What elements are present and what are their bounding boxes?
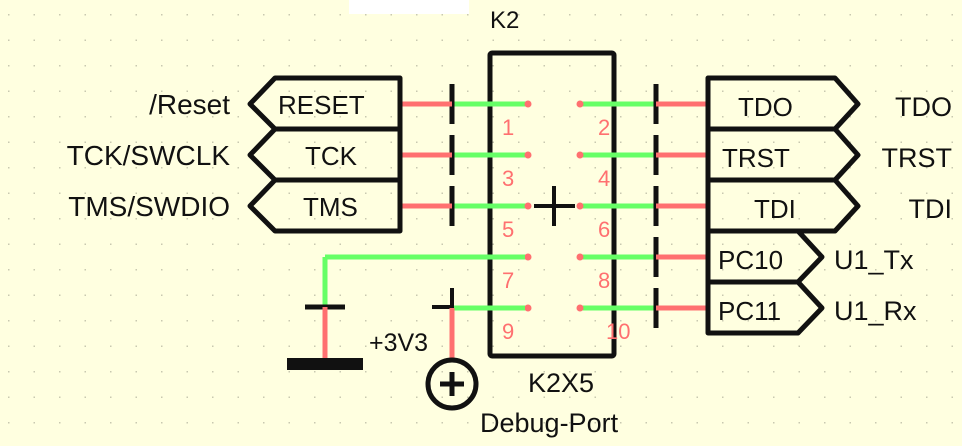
power-3v3-symbol[interactable]: +3V3 [369,288,525,411]
pin-4-endpoint[interactable] [576,151,584,159]
ground-bar [287,358,363,370]
pin-number-label: 1 [502,115,514,140]
pin-number-label: 6 [598,217,610,242]
power-circle-icon [425,357,479,411]
port-label: TDI [754,194,796,224]
net-name-label: TRST [882,143,953,173]
net-name-label: U1_Tx [834,245,914,275]
pin-number-label: 5 [502,217,514,242]
pin-8-endpoint[interactable] [576,253,584,261]
pin-1-endpoint[interactable] [524,100,532,108]
port-pc10[interactable] [705,228,825,285]
port-tdi[interactable] [705,177,861,234]
pin-3-endpoint[interactable] [524,151,532,159]
port-pc11[interactable] [705,279,825,336]
net-name-label: TCK/SWCLK [67,140,231,171]
power-label: +3V3 [369,329,428,357]
pin-number-label: 9 [502,319,514,344]
port-label: TDO [738,92,793,122]
net-name-label: TDI [909,194,953,224]
port-reset[interactable] [247,75,403,132]
port-tdo[interactable] [705,75,861,132]
port-label: PC10 [718,245,783,275]
port-tms[interactable] [247,177,403,234]
pin-number-label: 8 [598,268,610,293]
component-refdes: K2 [490,7,519,34]
net-name-label: /Reset [149,89,230,120]
pin-2-endpoint[interactable] [576,100,584,108]
pin-10-endpoint[interactable] [576,304,584,312]
pin-9-endpoint[interactable] [524,304,532,312]
net-name-label: U1_Rx [834,296,917,326]
pin-5-endpoint[interactable] [524,202,532,210]
component-description: Debug-Port [480,408,619,438]
ground-symbol[interactable] [287,254,525,370]
port-label: TRST [722,143,790,173]
pin-number-label: 3 [502,166,514,191]
net-name-label: TMS/SWDIO [68,191,230,222]
port-trst[interactable] [705,126,861,183]
component-value: K2X5 [528,368,594,398]
port-label: TCK [305,141,358,171]
port-label: PC11 [718,296,781,326]
pin-7-endpoint[interactable] [524,253,532,261]
pin-number-label: 2 [598,115,610,140]
pin-number-label: 7 [502,268,514,293]
port-label: TMS [303,192,358,222]
port-label: RESET [278,90,365,120]
pin-6-endpoint[interactable] [576,202,584,210]
title-placeholder-box [349,0,469,14]
port-tck[interactable] [247,126,403,183]
pin-number-label: 4 [598,166,610,191]
pin-number-label: 10 [606,319,630,344]
net-name-label: TDO [895,92,952,122]
